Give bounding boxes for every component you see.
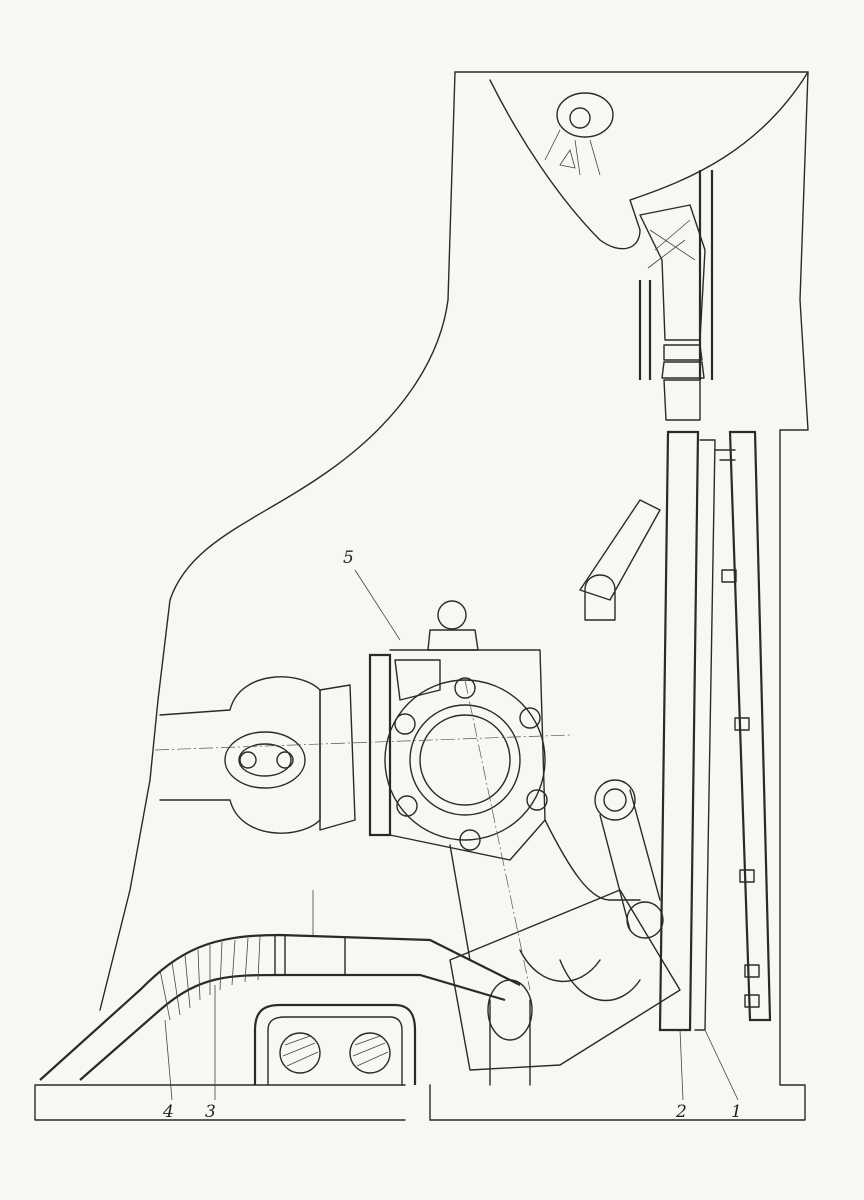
housing-outline <box>34 71 809 1121</box>
callout-4: 4 <box>163 1102 174 1122</box>
lever-arm <box>594 779 664 939</box>
leader-lines <box>164 569 739 1101</box>
callout-1: 1 <box>731 1102 742 1122</box>
callout-5: 5 <box>343 548 354 568</box>
exhaust-pipe <box>39 890 533 1086</box>
callout-2: 2 <box>676 1102 687 1122</box>
top-valve <box>544 92 614 176</box>
upper-pipe <box>638 170 714 421</box>
frame-section <box>253 1003 417 1086</box>
vertical-tubes <box>658 430 772 1032</box>
universal-joint <box>159 676 356 834</box>
gearbox <box>368 600 548 861</box>
callout-3: 3 <box>205 1102 216 1122</box>
